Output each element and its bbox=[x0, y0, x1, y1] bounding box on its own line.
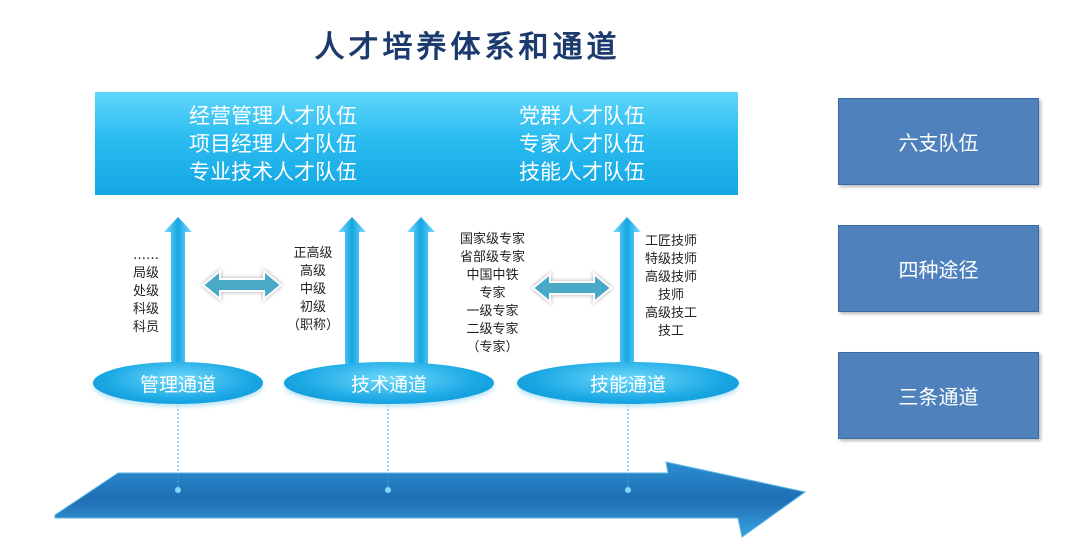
rank-item: 初级 bbox=[299, 300, 326, 315]
rank-item: 国家级专家 bbox=[459, 232, 525, 247]
rank-item: 工匠技师 bbox=[644, 234, 697, 249]
rank-item: …… bbox=[133, 248, 159, 263]
skill-ranks: 工匠技师 特级技师 高级技师 技师 高级技工 技工 bbox=[638, 233, 704, 341]
technical-channel: 技术通道 bbox=[284, 362, 494, 404]
rank-item: （专家） bbox=[466, 340, 519, 355]
rank-item: 高级 bbox=[299, 264, 326, 279]
rank-item: 科级 bbox=[132, 302, 159, 317]
up-arrow-tech-1 bbox=[338, 217, 366, 370]
management-channel: 管理通道 bbox=[93, 362, 263, 404]
page-title: 人才培养体系和通道 bbox=[314, 30, 621, 65]
rank-item: 处级 bbox=[132, 284, 159, 299]
rank-item: 省部级专家 bbox=[459, 250, 525, 265]
rank-item: 技工 bbox=[657, 324, 684, 339]
rank-item: 科员 bbox=[132, 320, 159, 335]
team-label: 经营管理人才队伍 bbox=[189, 104, 357, 128]
team-label: 项目经理人才队伍 bbox=[189, 132, 357, 156]
banner-right-column: 党群人才队伍 专家人才队伍 技能人才队伍 bbox=[502, 102, 662, 186]
skill-channel: 技能通道 bbox=[517, 362, 739, 404]
title-ranks: 正高级 高级 中级 初级 （职称） bbox=[283, 245, 343, 335]
rank-item: 一级专家 bbox=[466, 304, 519, 319]
up-arrow-tech-2 bbox=[407, 217, 435, 370]
team-label: 党群人才队伍 bbox=[519, 104, 645, 128]
double-arrow-icon bbox=[201, 268, 283, 302]
expert-ranks: 国家级专家 省部级专家 中国中铁 专家 一级专家 二级专家 （专家） bbox=[445, 231, 540, 357]
team-label: 技能人才队伍 bbox=[519, 160, 645, 184]
four-paths-box: 四种途径 bbox=[838, 225, 1039, 312]
team-label: 专业技术人才队伍 bbox=[189, 160, 357, 184]
rank-item: 中级 bbox=[299, 282, 326, 297]
rank-item: 二级专家 bbox=[466, 322, 519, 337]
banner-left-column: 经营管理人才队伍 项目经理人才队伍 专业技术人才队伍 bbox=[173, 102, 373, 186]
rank-item: 高级技师 bbox=[644, 270, 697, 285]
team-label: 专家人才队伍 bbox=[519, 132, 645, 156]
rank-item: 技师 bbox=[657, 288, 684, 303]
rank-item: 特级技师 bbox=[644, 252, 697, 267]
double-arrow-icon bbox=[531, 271, 613, 305]
management-ranks: …… 局级 处级 科级 科员 bbox=[126, 247, 166, 337]
timeline-arrow bbox=[54, 461, 807, 538]
rank-item: 高级技工 bbox=[644, 306, 697, 321]
rank-item: 局级 bbox=[132, 266, 159, 281]
three-channels-box: 三条通道 bbox=[838, 352, 1039, 439]
rank-item: 正高级 bbox=[293, 246, 333, 261]
rank-item: 中国中铁 bbox=[466, 268, 519, 283]
six-teams-box: 六支队伍 bbox=[838, 98, 1039, 185]
up-arrow-skill bbox=[613, 217, 641, 370]
six-teams-banner: 经营管理人才队伍 项目经理人才队伍 专业技术人才队伍 党群人才队伍 专家人才队伍… bbox=[95, 92, 738, 195]
rank-item: 专家 bbox=[479, 286, 506, 301]
up-arrow-management bbox=[164, 217, 192, 370]
rank-item: （职称） bbox=[286, 318, 339, 333]
